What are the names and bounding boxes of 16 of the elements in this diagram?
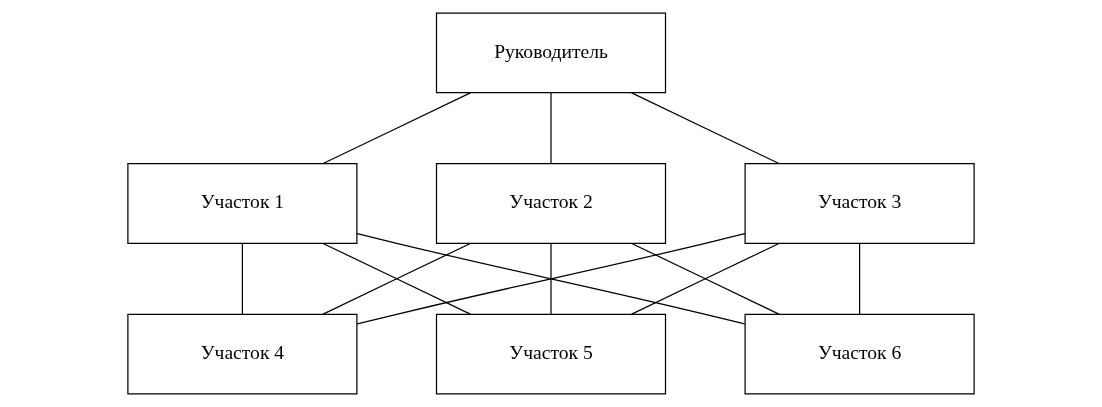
node-box: Участок 4 — [127, 313, 358, 395]
node-box: Участок 2 — [435, 163, 667, 244]
connector — [631, 92, 780, 165]
node-box: Руководитель — [435, 12, 667, 94]
node-box: Участок 5 — [435, 313, 667, 395]
connector — [322, 92, 471, 165]
connector — [859, 243, 861, 315]
node-box: Участок 6 — [744, 313, 975, 395]
connector — [241, 243, 243, 315]
node-box: Участок 1 — [127, 163, 358, 244]
connector — [631, 242, 780, 315]
connector — [550, 243, 552, 315]
connector — [356, 233, 746, 325]
node-box: Участок 3 — [744, 163, 975, 244]
connector — [322, 242, 471, 315]
connector — [550, 92, 552, 165]
